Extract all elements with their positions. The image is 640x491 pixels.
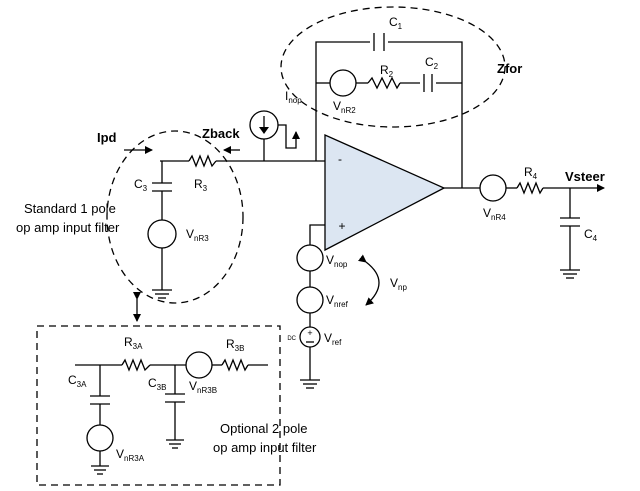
inop-return-arrow	[278, 124, 300, 149]
standard-filter-note-line2: op amp input filter	[16, 220, 120, 235]
standard-filter-region	[106, 130, 244, 304]
dc-source-vref: +	[299, 326, 321, 348]
resistor-r3a	[121, 358, 151, 372]
op-amp-minus-label: -	[338, 152, 342, 166]
label-vref: Vref	[324, 331, 342, 347]
resistor-r4	[516, 181, 544, 195]
label-c3: C3	[134, 177, 148, 193]
capacitor-c3	[152, 182, 172, 192]
label-c2: C2	[425, 55, 439, 71]
label-inop: Inop	[285, 89, 302, 105]
noise-source-vnr3a	[86, 424, 114, 452]
resistor-r2	[367, 76, 401, 90]
label-vsteer: Vsteer	[565, 169, 605, 184]
label-zfor: Zfor	[497, 61, 522, 76]
capacitor-c3b	[165, 393, 185, 403]
dc-label: DC	[287, 336, 296, 342]
optional-filter-region	[36, 325, 281, 486]
label-vnref: Vnref	[326, 293, 349, 309]
op-amp-plus-label: +	[338, 219, 345, 233]
label-c4: C4	[584, 227, 598, 243]
label-c3a: C3A	[68, 373, 87, 389]
capacitor-c3a	[90, 395, 110, 405]
label-ipd: Ipd	[97, 130, 117, 145]
op-amp	[324, 133, 446, 252]
label-vnr3a: VnR3A	[116, 447, 145, 463]
noise-source-vnr3b	[185, 351, 213, 379]
optional-filter-note-line1: Optional 2 pole	[220, 421, 307, 436]
label-vnr3b: VnR3B	[189, 379, 217, 395]
noise-source-vnop	[296, 244, 324, 272]
standard-filter-note-line1: Standard 1 pole	[24, 201, 116, 216]
noise-source-vnr2	[329, 69, 357, 97]
label-vnp: Vnp	[390, 276, 407, 292]
label-r3b: R3B	[226, 337, 244, 353]
label-r3: R3	[194, 177, 208, 193]
noise-source-vnr3	[147, 219, 177, 249]
label-vnr4: VnR4	[483, 206, 506, 222]
zfor-region	[280, 6, 506, 128]
label-vnop: Vnop	[326, 253, 348, 269]
label-zback: Zback	[202, 126, 240, 141]
label-vnr3: VnR3	[186, 227, 209, 243]
label-r2: R2	[380, 63, 394, 79]
noise-source-vnr4	[479, 174, 507, 202]
current-source-inop	[249, 110, 279, 140]
label-c1: C1	[389, 15, 403, 31]
noise-source-vnref	[296, 286, 324, 314]
capacitor-c1	[373, 33, 385, 51]
wires	[75, 41, 580, 475]
capacitor-c2	[423, 74, 433, 92]
vnp-curved-arrow	[358, 254, 380, 306]
label-r4: R4	[524, 165, 538, 181]
label-r3a: R3A	[124, 335, 143, 351]
resistor-r3b	[221, 358, 249, 372]
label-vnr2: VnR2	[333, 99, 356, 115]
label-c3b: C3B	[148, 376, 166, 392]
optional-filter-note-line2: op amp input filter	[213, 440, 317, 455]
resistor-r3	[188, 154, 217, 168]
capacitor-c4	[560, 217, 580, 227]
vref-plus-label: +	[307, 328, 312, 338]
